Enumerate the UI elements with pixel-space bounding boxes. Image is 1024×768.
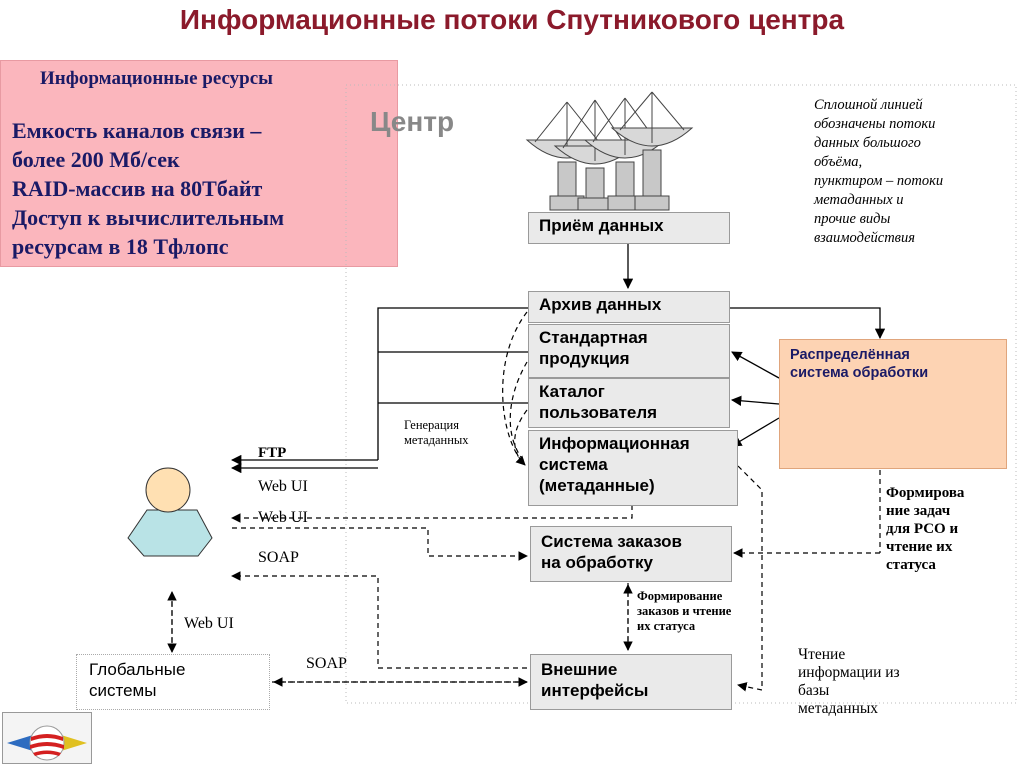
ftp-label: FTP [258, 445, 287, 461]
user-catalog-box: Каталог пользователя [528, 378, 730, 428]
archive-box: Архив данных [528, 291, 730, 323]
reading-line: Чтение [798, 646, 846, 663]
legend-line: данных большого [814, 135, 921, 151]
resources-list: Емкость каналов связи – более 200 Мб/сек… [12, 116, 402, 261]
metagen-line: метаданных [404, 433, 469, 447]
orders-label: Система заказов [541, 532, 682, 551]
external-label: Внешние [541, 660, 618, 679]
distributed-line: система обработки [790, 365, 929, 381]
resources-line: Емкость каналов связи – [12, 118, 262, 143]
orders-formation-label: Формирование заказов и чтение их статуса [637, 589, 731, 634]
resources-heading: Информационные ресурсы [40, 68, 274, 89]
page-title: Информационные потоки Спутникового центр… [179, 4, 845, 35]
archive-label: Архив данных [539, 295, 662, 314]
external-interfaces-box: Внешние интерфейсы [530, 654, 732, 710]
legend-line: пунктиром – потоки [814, 173, 944, 189]
global-systems-line: Глобальные [89, 660, 186, 679]
reception-box: Приём данных [528, 212, 730, 244]
distributed-system-label: Распределённая система обработки [790, 346, 928, 382]
information-system-box: Информационная система (метаданные) [528, 430, 738, 506]
resources-line: более 200 Мб/сек [12, 147, 180, 172]
orders-form-line: Формирование [637, 589, 723, 603]
orders-form-line: их статуса [637, 619, 696, 633]
legend-line: прочие виды [814, 211, 891, 227]
tasks-line: Формирова [886, 485, 965, 501]
tasks-line: статуса [886, 557, 936, 573]
tasks-label: Формирова ние задач для РСО и чтение их … [886, 484, 964, 574]
tasks-line: для РСО и [886, 521, 959, 537]
soap-label: SOAP [306, 655, 347, 672]
center-label: Центр [370, 106, 455, 137]
tasks-line: чтение их [886, 539, 953, 555]
resources-panel [0, 60, 398, 267]
reception-label: Приём данных [539, 216, 664, 235]
reading-line: базы [798, 682, 830, 699]
legend-line: объёма, [814, 154, 863, 170]
reading-line: метаданных [798, 700, 879, 717]
infosystem-label: Информационная [539, 434, 690, 453]
legend-line: обозначены потоки [814, 116, 936, 132]
metagen-line: Генерация [404, 418, 459, 432]
logo [2, 712, 92, 764]
soap-label: SOAP [258, 549, 299, 566]
distributed-system-box [779, 339, 1007, 469]
standard-label: Стандартная [539, 328, 648, 347]
global-systems-box: Глобальные системы [76, 654, 270, 710]
satellite-dishes-icon [525, 91, 694, 211]
global-systems-line: системы [89, 681, 157, 700]
catalog-label: пользователя [539, 403, 658, 422]
metadata-generation-label: Генерация метаданных [404, 418, 469, 448]
reading-line: информации из [798, 664, 900, 681]
standard-label: продукция [539, 349, 630, 368]
resources-line: ресурсам в 18 Тфлопс [12, 234, 229, 259]
distributed-line: Распределённая [790, 347, 910, 363]
legend-line: метаданных и [814, 192, 904, 208]
webui-label: Web UI [258, 509, 308, 526]
user-icon [127, 467, 213, 557]
legend-line: Сплошной линией [814, 97, 923, 113]
infosystem-label: система [539, 455, 608, 474]
metadata-reading-label: Чтение информации из базы метаданных [798, 646, 900, 718]
orders-label: на обработку [541, 553, 653, 572]
standard-products-box: Стандартная продукция [528, 324, 730, 378]
legend-note: Сплошной линией обозначены потоки данных… [814, 96, 1014, 248]
tasks-line: ние задач [886, 503, 951, 519]
infosystem-label: (метаданные) [539, 476, 655, 495]
legend-line: взаимодействия [814, 230, 915, 246]
webui-label: Web UI [184, 615, 234, 632]
resources-line: RAID-массив на 80Тбайт [12, 176, 263, 201]
resources-line: Доступ к вычислительным [12, 205, 285, 230]
orders-form-line: заказов и чтение [637, 604, 732, 618]
order-system-box: Система заказов на обработку [530, 526, 732, 582]
catalog-label: Каталог [539, 382, 605, 401]
webui-label: Web UI [258, 478, 308, 495]
globe-logo-icon [7, 725, 87, 761]
external-label: интерфейсы [541, 681, 649, 700]
